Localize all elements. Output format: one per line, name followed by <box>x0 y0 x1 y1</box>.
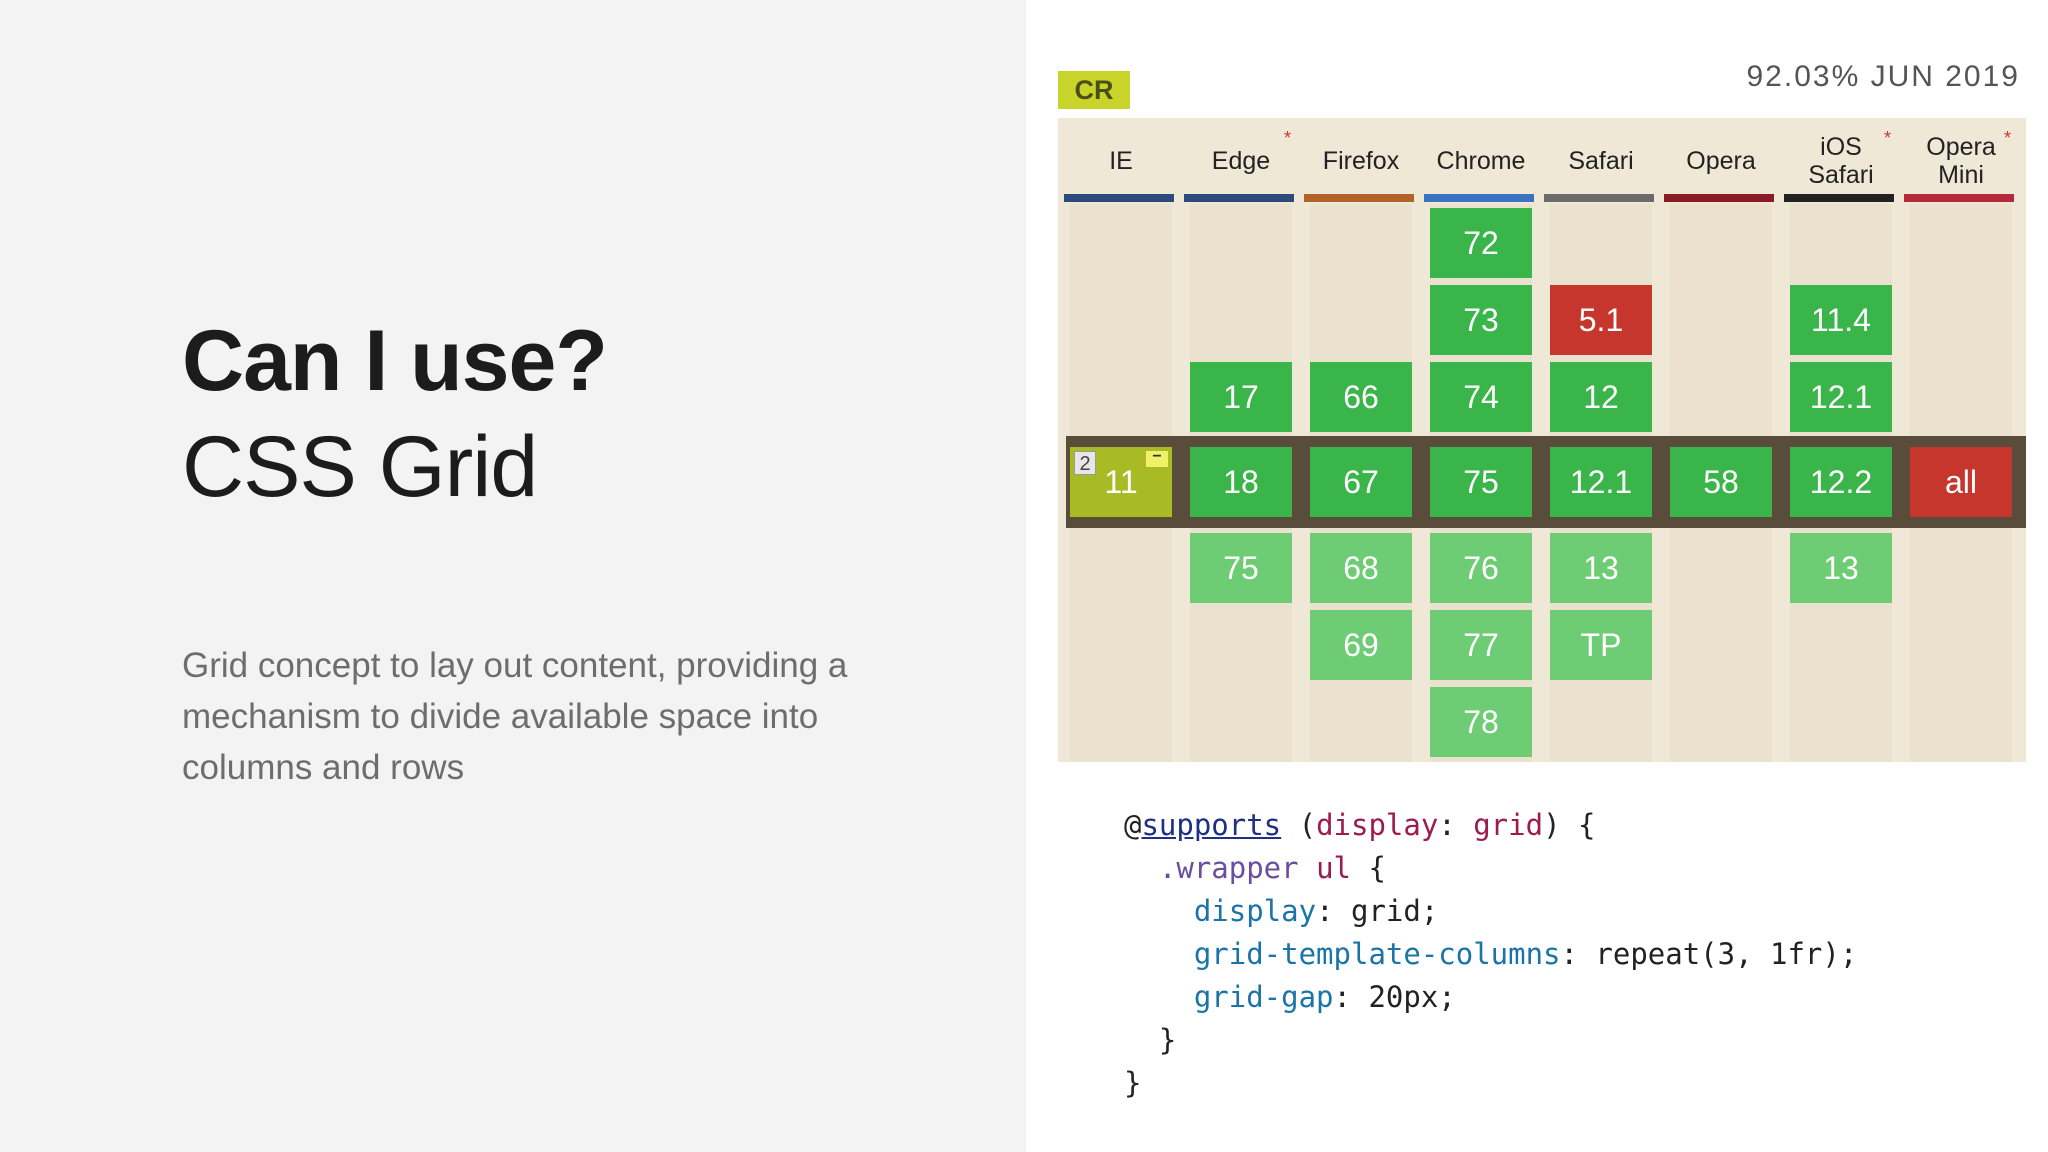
browser-header-ios-safari[interactable]: iOS Safari <box>1790 118 1892 204</box>
version-cell[interactable]: 5.1 <box>1550 285 1652 355</box>
browser-bar-opera <box>1664 194 1774 202</box>
usage-stat: 92.03% JUN 2019 <box>1746 60 2020 93</box>
browser-name: iOS Safari <box>1808 133 1874 189</box>
browser-header-chrome[interactable]: Chrome <box>1430 118 1532 204</box>
version-cell[interactable]: 12.1 <box>1790 362 1892 432</box>
code-token: } <box>1124 1066 1142 1100</box>
code-token: ) { <box>1543 808 1596 842</box>
browser-header-ie[interactable]: IE <box>1070 118 1172 204</box>
version-cell[interactable]: 73 <box>1430 285 1532 355</box>
code-token: grid-template-columns <box>1193 937 1561 971</box>
browser-name: Edge <box>1211 147 1271 175</box>
browser-name: Safari <box>1568 147 1634 175</box>
code-token: { <box>1351 851 1386 885</box>
browser-bar-ios-safari <box>1784 194 1894 202</box>
code-token: ( <box>1281 808 1317 842</box>
note-star-icon: * <box>1884 128 1892 148</box>
note-number-badge: 2 <box>1074 451 1096 475</box>
code-token: grid <box>1473 808 1544 842</box>
version-cell-current[interactable]: 18 <box>1190 447 1292 517</box>
version-cell[interactable]: 13 <box>1790 533 1892 603</box>
version-cell-current[interactable]: 12.1 <box>1550 447 1652 517</box>
browser-name: Firefox <box>1322 147 1400 175</box>
browser-header-opera-mini[interactable]: Opera Mini <box>1910 118 2012 204</box>
browser-header-edge[interactable]: Edge <box>1190 118 1292 204</box>
browser-bar-safari <box>1544 194 1654 202</box>
version-cell[interactable]: 17 <box>1190 362 1292 432</box>
code-token: @ <box>1124 808 1142 842</box>
version-cell[interactable]: 77 <box>1430 610 1532 680</box>
version-cell[interactable]: 72 <box>1430 208 1532 278</box>
slide-title: Can I use? <box>182 313 608 409</box>
code-snippet: @supports (display: grid) { .wrapper ul … <box>1124 804 1857 1105</box>
version-cell[interactable]: 11.4 <box>1790 285 1892 355</box>
browser-bar-edge <box>1184 194 1294 202</box>
note-star-icon: * <box>2004 128 2012 148</box>
status-badge: CR <box>1058 71 1130 109</box>
code-token: display <box>1316 808 1439 842</box>
browser-support-table: IE Edge * Firefox Chrome Safari Opera iO… <box>1058 118 2026 762</box>
code-token: ul <box>1316 851 1351 885</box>
code-token: : grid; <box>1316 894 1439 928</box>
version-cell[interactable]: 76 <box>1430 533 1532 603</box>
browser-header-safari[interactable]: Safari <box>1550 118 1652 204</box>
code-link[interactable]: supports <box>1141 808 1282 842</box>
browser-header-firefox[interactable]: Firefox <box>1310 118 1412 204</box>
version-cell[interactable]: 68 <box>1310 533 1412 603</box>
version-cell[interactable]: 12 <box>1550 362 1652 432</box>
note-star-icon: * <box>1284 128 1292 148</box>
partial-support-flag-icon: − <box>1146 449 1168 467</box>
browser-name: IE <box>1109 147 1133 175</box>
version-cell[interactable]: 69 <box>1310 610 1412 680</box>
version-cell-current-partial[interactable]: 2 − 11 <box>1070 447 1172 517</box>
browser-bar-chrome <box>1424 194 1534 202</box>
version-cell[interactable]: 78 <box>1430 687 1532 757</box>
browser-bar-ie <box>1064 194 1174 202</box>
version-cell[interactable]: 75 <box>1190 533 1292 603</box>
slide-subtitle: CSS Grid <box>182 419 538 515</box>
code-token: : <box>1438 808 1474 842</box>
version-cell-current[interactable]: 58 <box>1670 447 1772 517</box>
version-label: 11 <box>1104 463 1138 500</box>
browser-header-opera[interactable]: Opera <box>1670 118 1772 204</box>
version-cell-current[interactable]: 12.2 <box>1790 447 1892 517</box>
slide-left-panel: Can I use? CSS Grid Grid concept to lay … <box>0 0 1026 1152</box>
browser-name: Opera Mini <box>1926 133 1996 189</box>
code-token: : 20px; <box>1333 980 1456 1014</box>
browser-bar-opera-mini <box>1904 194 2014 202</box>
code-token: grid-gap <box>1193 980 1334 1014</box>
version-cell[interactable]: 66 <box>1310 362 1412 432</box>
code-token: .wrapper <box>1158 851 1299 885</box>
version-cell-current[interactable]: all <box>1910 447 2012 517</box>
slide-description: Grid concept to lay out content, providi… <box>182 646 848 787</box>
browser-bar-firefox <box>1304 194 1414 202</box>
code-token: display <box>1193 894 1317 928</box>
version-cell[interactable]: 13 <box>1550 533 1652 603</box>
code-token: } <box>1158 1023 1177 1057</box>
version-cell-current[interactable]: 75 <box>1430 447 1532 517</box>
code-token: : repeat(3, 1fr); <box>1560 937 1858 971</box>
version-cell[interactable]: TP <box>1550 610 1652 680</box>
browser-name: Opera <box>1686 147 1756 175</box>
browser-name: Chrome <box>1436 147 1526 175</box>
version-cell-current[interactable]: 67 <box>1310 447 1412 517</box>
version-cell[interactable]: 74 <box>1430 362 1532 432</box>
